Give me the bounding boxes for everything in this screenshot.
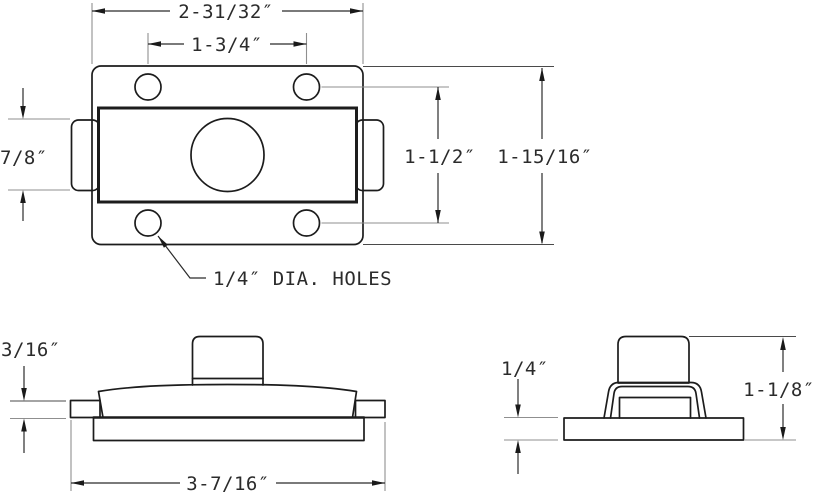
dim-label-hole-spacing-h: 1-3/4″ [191, 34, 263, 56]
dim-label-side-overall-height: 1-1/8″ [743, 379, 815, 401]
front-view-knob [191, 335, 264, 386]
front-view-base-plate [92, 416, 365, 442]
top-view-right-tab [354, 119, 385, 192]
holes-callout-leader: 1/4″ DIA. HOLES [157, 235, 392, 290]
side-view-knob [617, 335, 690, 384]
side-view-base-plate [563, 417, 745, 441]
front-view-right-tab [354, 399, 386, 419]
dim-label-overall-height: 1-15/16″ [497, 146, 593, 168]
dim-hole-spacing-vertical: 1-1/2″ [321, 86, 476, 224]
front-view-cover-dome [97, 383, 358, 419]
top-view [70, 65, 385, 246]
dim-label-tab-height: 7/8″ [0, 147, 48, 169]
dim-overall-height: 1-15/16″ [363, 65, 593, 246]
mounting-hole-bottom-right [292, 209, 321, 237]
dim-label-hole-spacing-v: 1-1/2″ [404, 146, 476, 168]
dim-tab-thickness: 3/16″ [1, 339, 66, 453]
top-view-bolt-body [97, 106, 358, 204]
dim-label-tab-thickness: 3/16″ [1, 339, 61, 361]
side-view-bolt-block [618, 396, 692, 419]
dim-label-base-thickness: 1/4″ [501, 358, 549, 380]
mounting-hole-top-right [292, 73, 321, 101]
dim-hole-spacing-horizontal: 1-3/4″ [147, 33, 308, 64]
dim-tab-height: 7/8″ [0, 88, 70, 221]
dim-overall-width: 2-31/32″ [91, 1, 364, 64]
side-view [563, 335, 745, 441]
dim-overall-length: 3-7/16″ [70, 420, 386, 495]
top-view-plate-outline [91, 65, 364, 246]
top-view-knob-circle [190, 117, 265, 193]
dim-label-overall-length: 3-7/16″ [186, 473, 270, 495]
dim-base-thickness: 1/4″ [501, 358, 558, 474]
holes-callout-label: 1/4″ DIA. HOLES [213, 268, 392, 290]
front-view-left-tab [69, 399, 101, 419]
top-view-left-tab [70, 119, 101, 192]
front-view [69, 335, 386, 442]
side-view-clip-inner [609, 385, 701, 419]
mounting-hole-bottom-left [134, 209, 162, 237]
side-view-clip-outer [603, 381, 707, 419]
dim-side-overall-height: 1-1/8″ [689, 335, 815, 441]
mounting-hole-top-left [134, 73, 162, 101]
dim-label-overall-width: 2-31/32″ [178, 1, 274, 23]
